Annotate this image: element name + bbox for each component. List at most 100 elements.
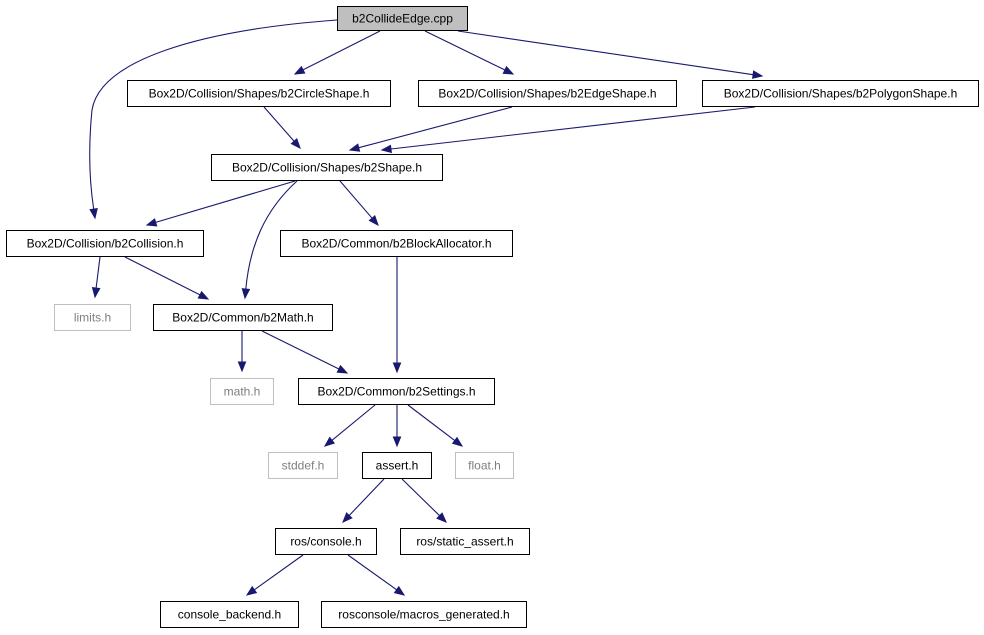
edge-root-to-polygon <box>457 30 764 79</box>
node-label: b2CollideEdge.cpp <box>352 12 453 26</box>
edge-line <box>253 554 304 591</box>
nodes-layer: b2CollideEdge.cppBox2D/Collision/Shapes/… <box>6 6 979 628</box>
edge-arrowhead <box>323 436 336 447</box>
node-box <box>337 6 468 31</box>
node-console[interactable]: ros/console.h <box>275 528 377 555</box>
edge-line <box>347 554 398 591</box>
edge-line <box>348 478 385 516</box>
node-limits: limits.h <box>54 304 131 331</box>
node-box <box>6 230 204 257</box>
edge-line <box>245 180 298 290</box>
node-box <box>268 452 338 479</box>
edge-line <box>339 180 373 219</box>
edge-line <box>155 180 296 223</box>
node-label: ros/console.h <box>290 535 361 549</box>
edge-arrowhead <box>89 208 98 220</box>
node-collision[interactable]: Box2D/Collision/b2Collision.h <box>6 230 204 257</box>
edge-arrowhead <box>502 65 515 75</box>
node-box <box>54 304 131 331</box>
node-label: ros/static_assert.h <box>416 535 513 549</box>
node-box <box>127 80 391 107</box>
edge-arrowhead <box>348 143 361 152</box>
node-float: float.h <box>455 452 514 479</box>
node-staticassert[interactable]: ros/static_assert.h <box>400 528 530 555</box>
edge-math-to-settings <box>261 330 349 374</box>
edge-arrowhead <box>380 144 392 154</box>
node-box <box>160 601 299 628</box>
edge-line <box>89 19 338 210</box>
node-circle[interactable]: Box2D/Collision/Shapes/b2CircleShape.h <box>127 80 391 107</box>
edge-line <box>263 106 295 142</box>
edge-circle-to-shape <box>263 106 301 150</box>
node-box <box>280 230 513 257</box>
edge-root-to-circle <box>293 30 381 75</box>
node-label: float.h <box>468 459 501 473</box>
node-box <box>362 452 432 479</box>
edge-arrowhead <box>241 288 251 300</box>
node-label: Box2D/Collision/Shapes/b2PolygonShape.h <box>724 87 958 101</box>
edge-math-to-mathh <box>237 331 247 373</box>
edges-layer <box>89 19 764 596</box>
edge-line <box>261 330 340 370</box>
node-box <box>455 452 514 479</box>
node-settings[interactable]: Box2D/Common/b2Settings.h <box>298 378 495 405</box>
edge-edgeshape-to-shape <box>348 106 513 152</box>
edge-root-to-edgeshape <box>424 30 515 75</box>
node-label: Box2D/Collision/b2Collision.h <box>27 237 184 251</box>
node-math[interactable]: Box2D/Common/b2Math.h <box>153 304 333 331</box>
edge-arrowhead <box>368 214 379 227</box>
node-box <box>298 378 495 405</box>
edge-shape-to-math <box>241 180 298 300</box>
edge-assert-to-staticassert <box>401 478 447 523</box>
node-stddef: stddef.h <box>268 452 338 479</box>
edge-settings-to-float <box>407 404 464 447</box>
node-assert[interactable]: assert.h <box>362 452 432 479</box>
node-edgeshape[interactable]: Box2D/Collision/Shapes/b2EdgeShape.h <box>418 80 677 107</box>
edge-polygon-to-shape <box>380 106 756 154</box>
edge-line <box>124 256 201 296</box>
edge-line <box>407 404 456 442</box>
edge-shape-to-blockalloc <box>339 180 379 227</box>
edge-line <box>331 404 376 441</box>
edge-line <box>358 106 513 149</box>
edge-console-to-macros <box>347 554 406 596</box>
edge-arrowhead <box>436 512 447 523</box>
node-box <box>400 528 530 555</box>
edge-settings-to-assert <box>392 405 402 448</box>
node-label: Box2D/Collision/Shapes/b2CircleShape.h <box>149 87 370 101</box>
edge-shape-to-collision <box>145 180 296 227</box>
node-root[interactable]: b2CollideEdge.cpp <box>337 6 468 31</box>
node-label: Box2D/Collision/Shapes/b2Shape.h <box>232 161 422 175</box>
edge-line <box>424 30 506 71</box>
edge-arrowhead <box>91 287 101 299</box>
node-box <box>275 528 377 555</box>
node-box <box>418 80 677 107</box>
node-box <box>210 378 274 405</box>
edge-arrowhead <box>197 290 210 300</box>
node-shape[interactable]: Box2D/Collision/Shapes/b2Shape.h <box>211 154 443 181</box>
node-label: console_backend.h <box>178 608 281 622</box>
edge-arrowhead <box>392 436 402 448</box>
edge-arrowhead <box>336 364 349 374</box>
node-blockalloc[interactable]: Box2D/Common/b2BlockAllocator.h <box>280 230 513 257</box>
node-macros[interactable]: rosconsole/macros_generated.h <box>321 601 527 628</box>
edge-line <box>457 30 754 76</box>
edge-arrowhead <box>245 585 258 596</box>
node-box <box>211 154 443 181</box>
node-label: Box2D/Collision/Shapes/b2EdgeShape.h <box>438 87 656 101</box>
node-polygon[interactable]: Box2D/Collision/Shapes/b2PolygonShape.h <box>702 80 979 107</box>
edge-line <box>401 478 440 517</box>
edge-line <box>302 30 381 71</box>
node-backend[interactable]: console_backend.h <box>160 601 299 628</box>
edge-collision-to-limits <box>91 256 101 299</box>
node-box <box>153 304 333 331</box>
edge-line <box>95 256 101 289</box>
node-label: math.h <box>224 385 261 399</box>
node-label: Box2D/Common/b2Settings.h <box>317 385 475 399</box>
edge-arrowhead <box>290 138 301 150</box>
edge-arrowhead <box>293 65 306 75</box>
edge-line <box>390 106 756 150</box>
edge-arrowhead <box>752 70 764 79</box>
edge-arrowhead <box>393 585 406 596</box>
